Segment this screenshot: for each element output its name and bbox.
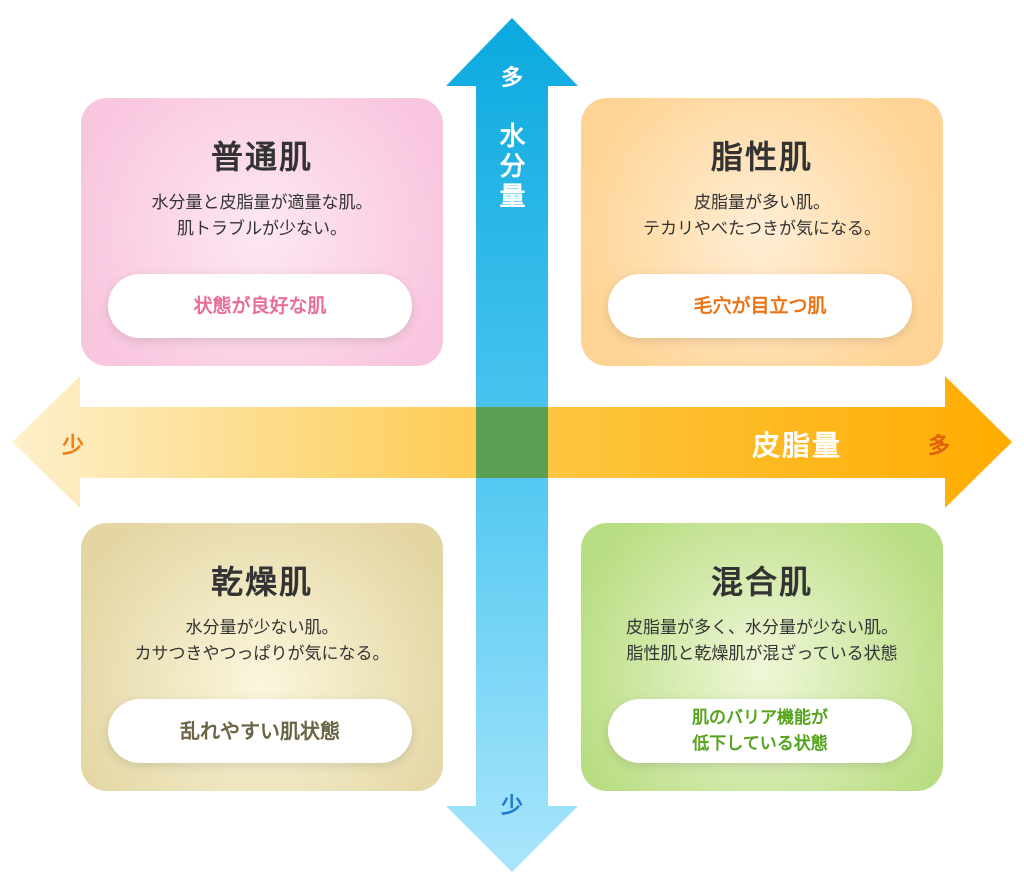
quadrant-description: 皮脂量が多い肌。 テカリやべたつきが気になる。 <box>643 193 881 239</box>
quadrant-title: 乾燥肌 <box>210 563 313 601</box>
axis-intersection <box>476 407 548 478</box>
quadrant-normal-skin: 普通肌 水分量と皮脂量が適量な肌。 肌トラブルが少ない。 状態が良好な肌 <box>81 98 443 366</box>
quadrant-title: 脂性肌 <box>710 138 813 176</box>
quadrant-description: 水分量が少ない肌。 カサつきやつっぱりが気になる。 <box>134 618 390 664</box>
quadrant-pill: 肌のバリア機能が 低下している状態 <box>608 699 912 763</box>
sebum-high-label: 多 <box>928 434 951 459</box>
quadrant-combination-skin: 混合肌 皮脂量が多く、水分量が少ない肌。 脂性肌と乾燥肌が混ざっている状態 肌の… <box>581 523 943 791</box>
water-axis-label: 水分量 <box>495 122 525 212</box>
quadrant-pill: 乱れやすい肌状態 <box>108 699 412 763</box>
quadrant-title: 普通肌 <box>210 138 313 176</box>
quadrant-description: 皮脂量が多く、水分量が少ない肌。 脂性肌と乾燥肌が混ざっている状態 <box>626 618 898 664</box>
sebum-axis-label: 皮脂量 <box>752 429 843 462</box>
sebum-low-label: 少 <box>62 434 85 459</box>
quadrant-pill: 毛穴が目立つ肌 <box>608 274 912 338</box>
quadrant-oily-skin: 脂性肌 皮脂量が多い肌。 テカリやべたつきが気になる。 毛穴が目立つ肌 <box>581 98 943 366</box>
quadrant-dry-skin: 乾燥肌 水分量が少ない肌。 カサつきやつっぱりが気になる。 乱れやすい肌状態 <box>81 523 443 791</box>
water-high-label: 多 <box>500 66 523 91</box>
quadrant-description: 水分量と皮脂量が適量な肌。 肌トラブルが少ない。 <box>151 193 373 239</box>
quadrant-pill: 状態が良好な肌 <box>108 274 412 338</box>
quadrant-title: 混合肌 <box>710 563 813 601</box>
water-low-label: 少 <box>500 794 523 819</box>
